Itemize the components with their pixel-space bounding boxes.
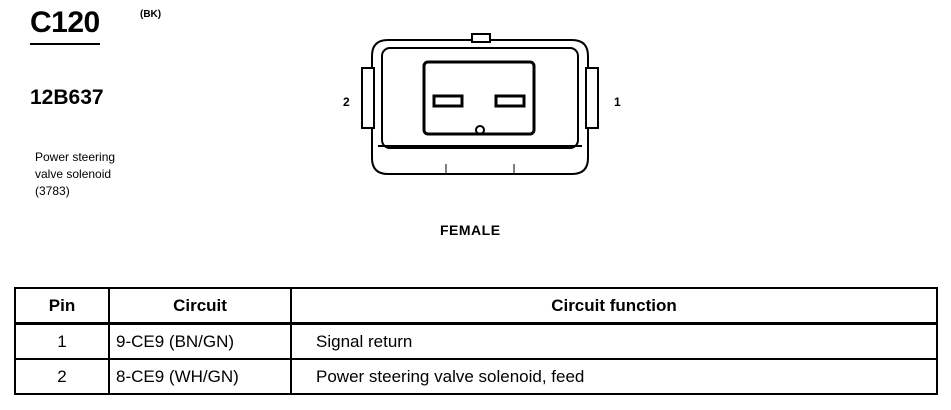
pin-label-right: 1	[614, 95, 621, 109]
table-header-row: Pin Circuit Circuit function	[14, 287, 938, 325]
header-circuit-function: Circuit function	[290, 287, 938, 325]
polarization-key	[475, 125, 485, 135]
terminal-cavity-block	[422, 60, 536, 136]
housing-inner-frame	[381, 47, 579, 149]
cell-circuit-function: Power steering valve solenoid, feed	[290, 358, 938, 395]
connector-gender-label: FEMALE	[440, 222, 501, 238]
terminal-pin-1	[494, 94, 526, 108]
connector-id: C120	[30, 6, 100, 45]
side-clip-left	[361, 67, 375, 129]
pinout-table: Pin Circuit Circuit function 1 9-CE9 (BN…	[14, 287, 938, 395]
cell-circuit: 8-CE9 (WH/GN)	[108, 358, 292, 395]
cell-pin: 2	[14, 358, 110, 395]
header-pin: Pin	[14, 287, 110, 325]
connector-housing-outline	[371, 39, 589, 175]
description-line-1: Power steering	[35, 150, 116, 164]
connector-face-diagram	[361, 33, 599, 175]
description-line-2: valve solenoid	[35, 167, 112, 181]
locking-tab	[471, 33, 491, 43]
cell-pin: 1	[14, 322, 110, 360]
component-description: Power steering valve solenoid (3783)	[35, 149, 115, 200]
header-circuit: Circuit	[108, 287, 292, 325]
terminal-pin-2	[432, 94, 464, 108]
connector-color-code: (BK)	[140, 9, 162, 20]
description-line-3: (3783)	[35, 184, 70, 198]
cell-circuit-function: Signal return	[290, 322, 938, 360]
table-row: 2 8-CE9 (WH/GN) Power steering valve sol…	[14, 358, 938, 395]
table-row: 1 9-CE9 (BN/GN) Signal return	[14, 322, 938, 360]
part-number: 12B637	[30, 86, 104, 109]
pin-label-left: 2	[343, 95, 350, 109]
cell-circuit: 9-CE9 (BN/GN)	[108, 322, 292, 360]
side-clip-right	[585, 67, 599, 129]
